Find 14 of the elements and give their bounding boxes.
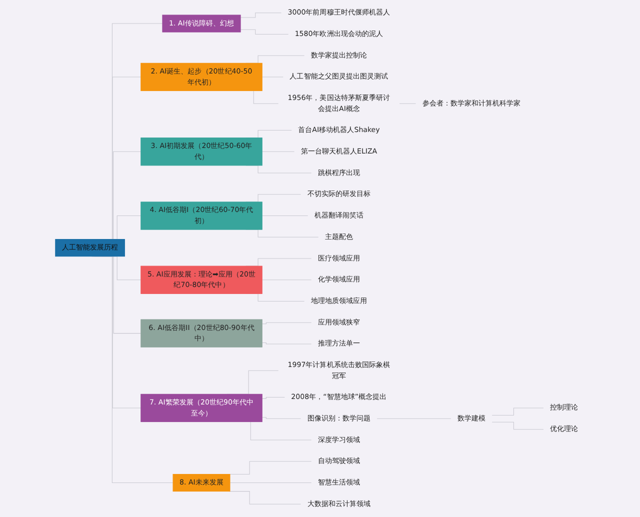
connector <box>262 397 285 399</box>
connector <box>228 461 312 475</box>
connector <box>240 12 282 18</box>
connector <box>492 422 544 430</box>
connector <box>262 215 308 216</box>
connector <box>262 322 312 324</box>
connector <box>376 418 452 419</box>
connector <box>262 417 302 419</box>
connector <box>240 29 289 34</box>
connector <box>399 103 416 104</box>
connector <box>228 491 302 504</box>
connector <box>230 482 312 484</box>
connector <box>492 408 544 416</box>
connector <box>262 151 295 152</box>
